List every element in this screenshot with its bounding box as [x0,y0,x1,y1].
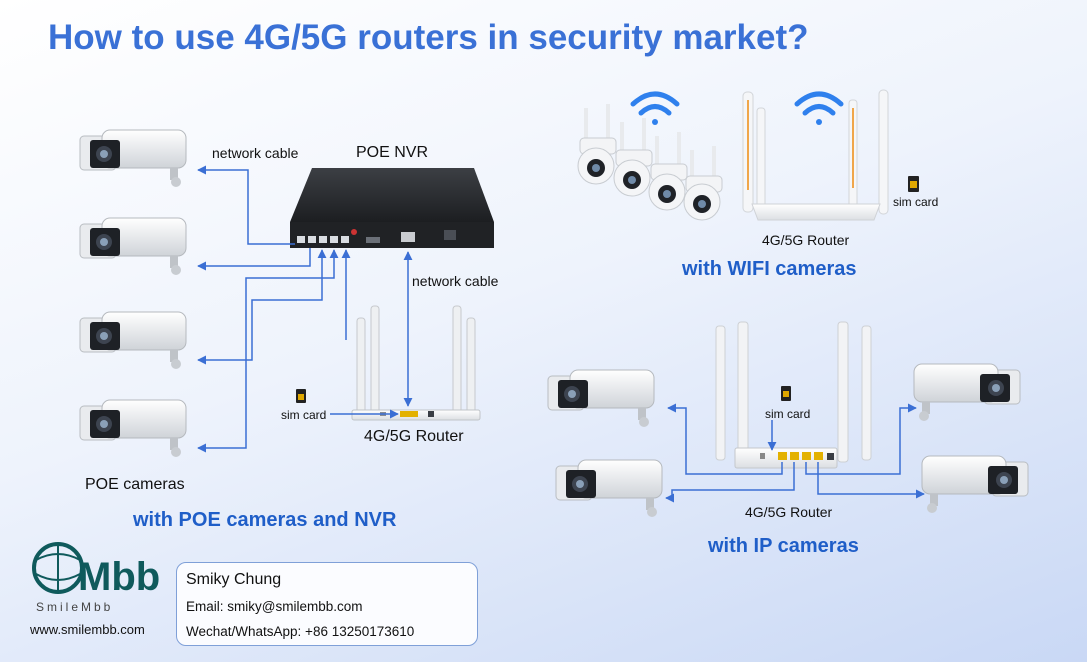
sim-card-ip-icon [781,386,791,401]
wifi-camera-2 [613,118,653,197]
ip-arrows [665,403,925,503]
svg-text:Mbb: Mbb [78,555,160,599]
smilembb-logo-icon: Mbb [32,542,160,599]
website-link[interactable]: www.smilembb.com [30,622,145,637]
contact-card: Smiky Chung Email: smiky@smilembb.com We… [176,562,478,646]
section-wifi: with WIFI cameras [682,258,857,280]
ip-camera-3 [913,363,1021,421]
wifi-camera-1 [577,104,617,185]
router-label-wifi: 4G/5G Router [762,232,850,248]
router-ip-device [715,321,872,469]
wifi-icon-1 [630,91,680,125]
poe-nvr-label: POE NVR [356,144,429,161]
wifi-icon-2 [794,91,844,125]
contact-name: Smiky Chung [186,571,282,588]
sim-card-left-icon [296,389,306,403]
poe-camera-1 [79,129,187,187]
router-wifi-device [742,89,889,221]
sim-card-label-ip: sim card [765,407,811,421]
router-left-device [351,305,481,421]
page-title: How to use 4G/5G routers in security mar… [48,18,809,57]
poe-camera-2 [79,217,187,275]
router-label-ip: 4G/5G Router [745,504,833,520]
network-cable-label-right: network cable [412,273,499,289]
poe-arrows [197,165,413,453]
sim-card-label-left: sim card [281,408,327,422]
network-cable-label-top: network cable [212,145,299,161]
ip-camera-2 [555,459,663,517]
router-label-left: 4G/5G Router [364,428,464,445]
poe-camera-4 [79,399,187,457]
contact-wechat: Wechat/WhatsApp: +86 13250173610 [186,624,415,639]
section-poe-nvr: with POE cameras and NVR [133,509,397,531]
ip-camera-1 [547,369,655,427]
section-ip: with IP cameras [708,535,859,557]
contact-email[interactable]: Email: smiky@smilembb.com [186,599,363,614]
poe-cameras-label: POE cameras [85,476,185,493]
wifi-camera-3 [648,132,688,211]
ip-camera-4 [921,455,1029,513]
sim-card-label-wifi: sim card [893,195,939,209]
poe-camera-3 [79,311,187,369]
sim-card-wifi-icon [908,176,919,192]
logo-brand-text: SmileMbb [36,600,114,614]
wifi-camera-4 [683,146,723,221]
poe-nvr-device [290,168,494,248]
